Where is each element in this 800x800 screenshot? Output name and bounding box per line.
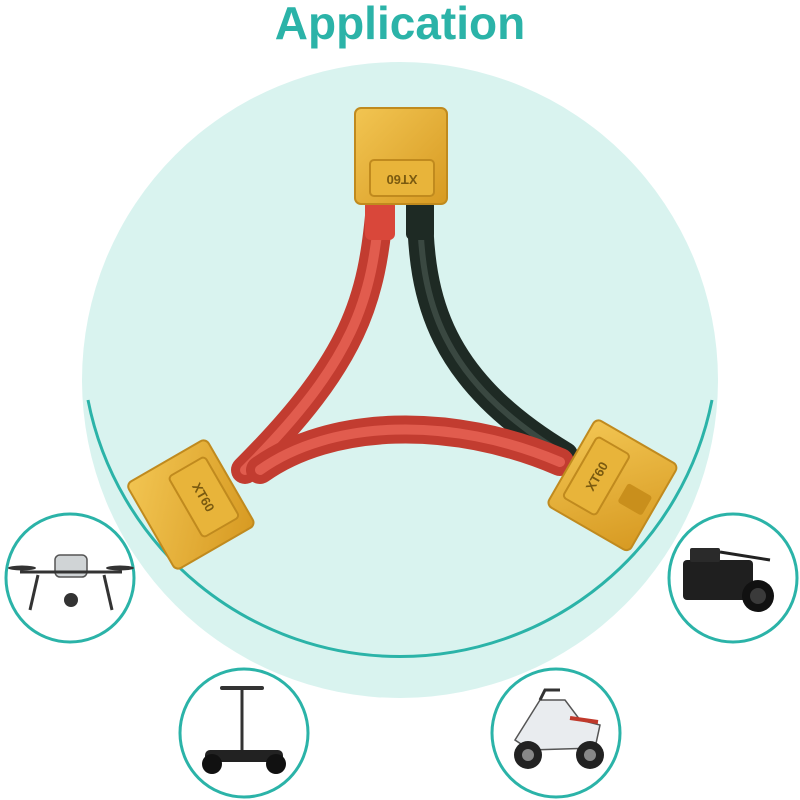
xt60-connector-left: XT60 [127, 439, 255, 570]
drone-icon [4, 512, 136, 644]
disc-ring-arc [86, 399, 714, 658]
connector-marking-top: XT60 [386, 172, 417, 187]
camcorder-icon [667, 512, 799, 644]
xt60-connector-top: XT60 [354, 107, 448, 205]
self-balancing-scooter-icon [178, 667, 310, 799]
motor-scooter-icon [490, 667, 622, 799]
y-harness-wires [231, 191, 578, 484]
page-title: Application [274, 0, 526, 49]
xt60-connector-right: XT60 [547, 419, 678, 552]
background-disc [82, 62, 718, 698]
